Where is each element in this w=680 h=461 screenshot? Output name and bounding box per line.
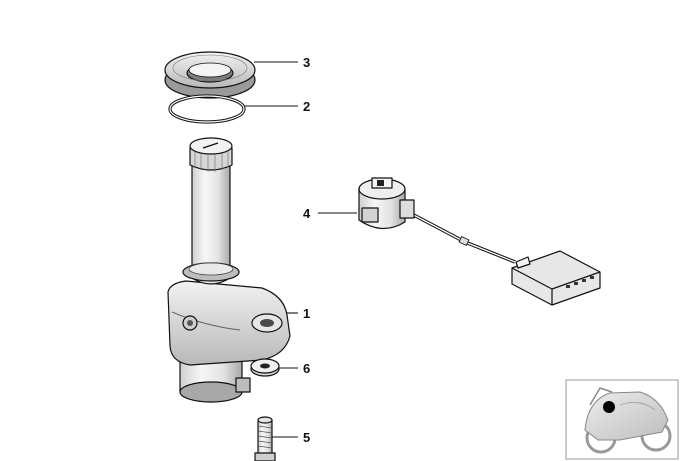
leader-lines (244, 61, 357, 438)
washer (250, 358, 280, 377)
location-marker (603, 401, 615, 413)
callout-6: 6 (303, 361, 310, 376)
callout-4: 4 (303, 206, 311, 221)
ignition-switch-housing (167, 137, 291, 403)
motorcycle-location-icon (565, 379, 679, 460)
o-ring (168, 94, 246, 124)
callout-3: 3 (303, 55, 310, 70)
bolt (254, 416, 276, 461)
callout-5: 5 (303, 430, 310, 445)
cover-ring (164, 51, 256, 99)
callout-1: 1 (303, 306, 310, 321)
lock-cylinder-with-cable-connector (358, 177, 601, 306)
callout-2: 2 (303, 99, 310, 114)
